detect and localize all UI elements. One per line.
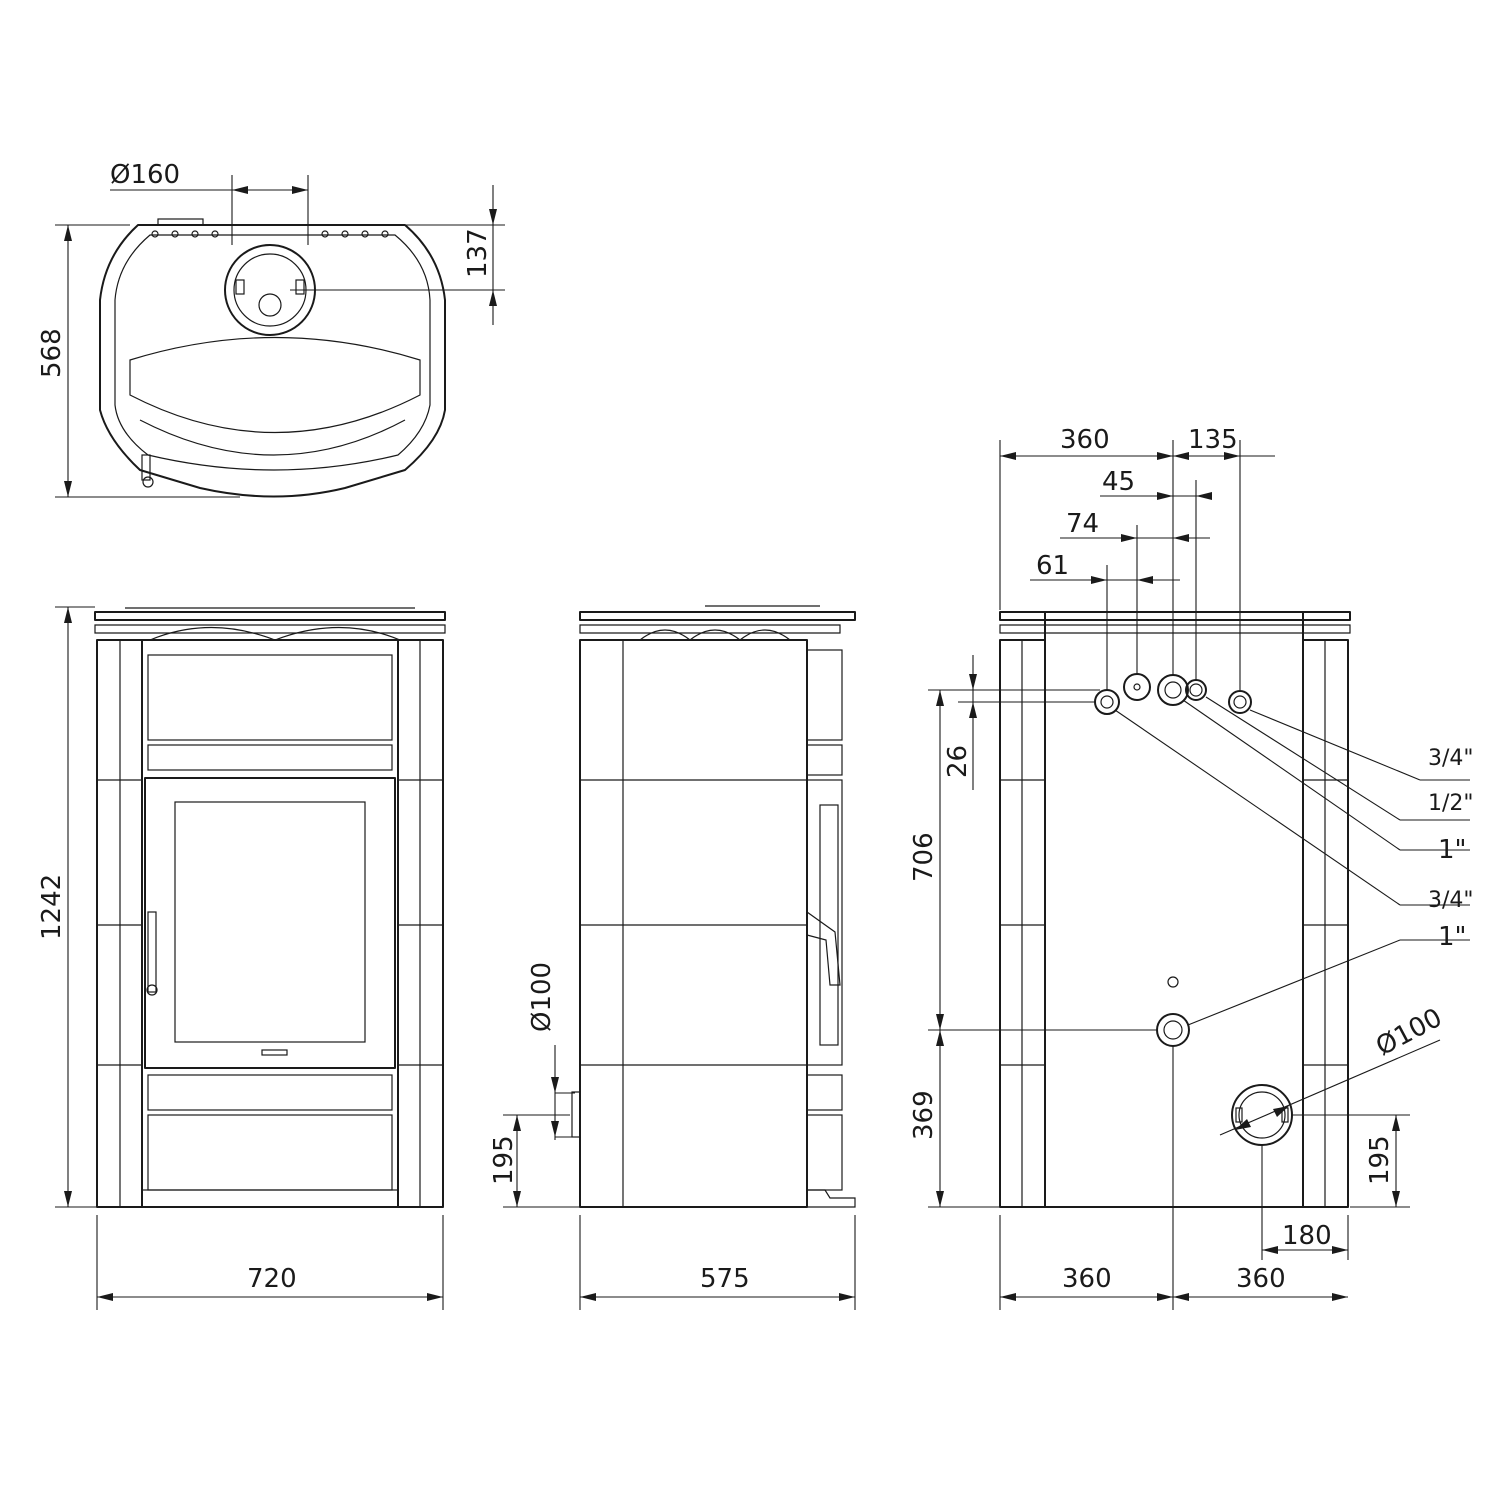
connection-label-3: 1" [1438,835,1467,865]
top-view [55,175,505,498]
rear-top-dim-45: 45 [1102,467,1135,497]
rear-bottom-dim-left: 360 [1062,1264,1112,1294]
rear-top-dim-74: 74 [1066,509,1099,539]
rear-vertical-dim-26: 26 [943,745,973,778]
rear-vertical-dim-706: 706 [909,832,939,882]
top-diameter-label: Ø160 [110,160,180,190]
rear-top-dim-360: 360 [1060,425,1110,455]
rear-right-dim-180: 180 [1282,1221,1332,1251]
connection-label-5: 1" [1438,922,1467,952]
rear-top-dim-135: 135 [1188,425,1238,455]
connection-label-2: 1/2" [1428,791,1474,816]
side-duct-height-label: 195 [489,1135,519,1185]
rear-bottom-dim-right: 360 [1236,1264,1286,1294]
rear-top-dim-61: 61 [1036,551,1069,581]
connection-label-1: 3/4" [1428,746,1474,771]
top-depth-label: 568 [37,328,67,378]
side-depth-label: 575 [700,1264,750,1294]
front-width-label: 720 [247,1264,297,1294]
front-height-label: 1242 [37,874,67,940]
rear-right-dim-195: 195 [1365,1135,1395,1185]
side-view [503,605,856,1310]
rear-view [928,440,1470,1310]
side-duct-diameter-label: Ø100 [527,962,557,1032]
connection-label-4: 3/4" [1428,888,1474,913]
top-flue-offset-label: 137 [463,228,493,278]
rear-vertical-dim-369: 369 [909,1090,939,1140]
front-view [55,606,446,1310]
